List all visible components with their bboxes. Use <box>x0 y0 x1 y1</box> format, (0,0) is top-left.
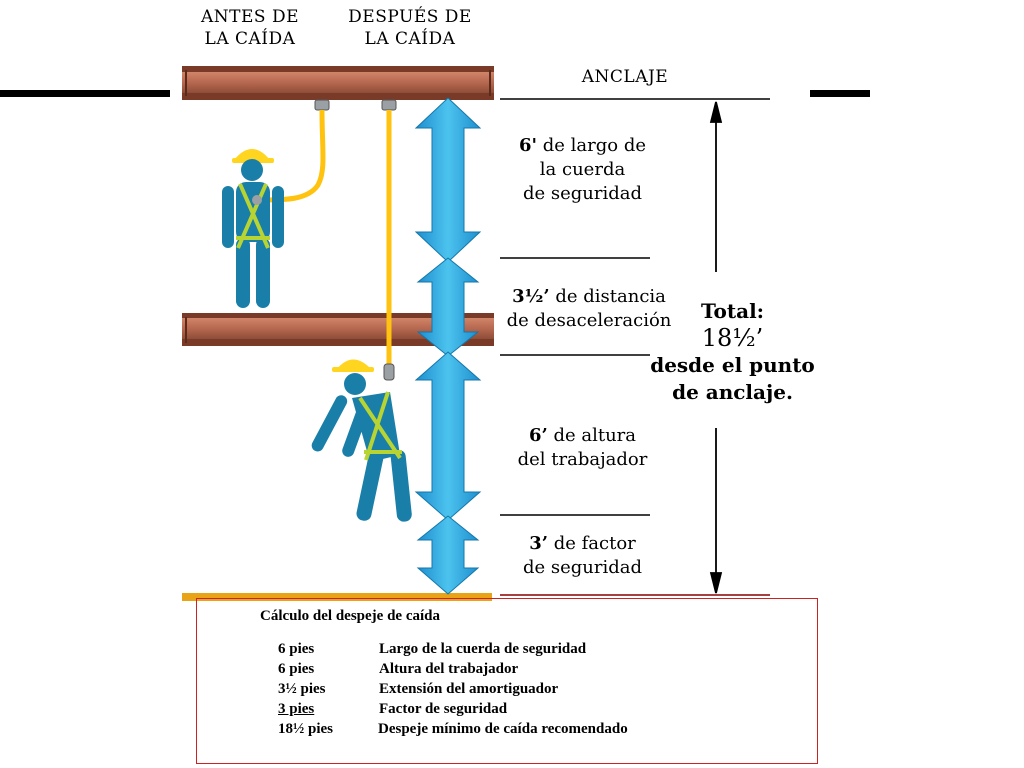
segment-text: de factor de seguridad <box>522 533 643 578</box>
calc-description: Extensión del amortiguador <box>379 681 559 697</box>
header-before-fall: ANTES DE LA CAÍDA <box>201 7 299 49</box>
calc-row: 6 pies Altura del trabajador <box>278 661 878 681</box>
total-title: Total: <box>700 299 765 323</box>
total-value: 18½’ <box>701 324 764 352</box>
total-dimension-arrow <box>709 101 723 594</box>
segment-label-deceleration: 3½’ de distancia de desaceleración <box>500 285 678 333</box>
left-bar <box>0 90 170 97</box>
segment-value: 3½’ <box>512 286 550 307</box>
middle-beam-icon <box>182 313 494 346</box>
calc-amount: 6 pies <box>278 641 315 657</box>
segment-value: 3’ <box>529 533 548 554</box>
calc-row: 6 pies Largo de la cuerda de seguridad <box>278 641 878 661</box>
calc-amount: 3½ pies <box>278 681 326 697</box>
calc-row: 3 pies Factor de seguridad <box>278 701 878 721</box>
anchor-label: ANCLAJE <box>581 67 669 87</box>
worker-falling-icon <box>311 359 412 522</box>
calculation-table: 6 pies Largo de la cuerda de seguridad 6… <box>278 641 798 751</box>
segment-label-worker-height: 6’ de altura del trabajador <box>500 424 665 472</box>
double-arrow-icon <box>414 97 482 595</box>
calc-description: Largo de la cuerda de seguridad <box>379 641 587 657</box>
floor-line <box>182 593 492 601</box>
segment-value: 6' <box>518 135 538 156</box>
top-beam-icon <box>182 66 494 100</box>
calc-amount: 18½ pies <box>278 721 334 737</box>
segment-text: de distancia de desaceleración <box>506 286 672 331</box>
lanyard-standing-icon <box>261 109 326 203</box>
segment-value: 6’ <box>528 425 548 446</box>
total-label: Total: 18½’ desde el punto de anclaje. <box>650 298 815 406</box>
worker-standing-icon <box>222 149 284 308</box>
calc-description: Factor de seguridad <box>379 701 508 717</box>
calculation-title: Cálculo del despeje de caída <box>260 608 440 624</box>
header-after-fall: DESPUÉS DE LA CAÍDA <box>348 7 472 49</box>
segment-text: de largo de la cuerda de seguridad <box>522 135 646 204</box>
calc-row: 18½ pies Despeje mínimo de caída recomen… <box>278 721 878 741</box>
calc-row: 3½ pies Extensión del amortiguador <box>278 681 878 701</box>
calc-description: Despeje mínimo de caída recomendado <box>378 721 628 737</box>
calc-description: Altura del trabajador <box>379 661 519 677</box>
total-desc-2: de anclaje. <box>672 380 793 404</box>
segment-label-safety-factor: 3’ de factor de seguridad <box>500 532 665 580</box>
calc-amount: 3 pies <box>278 701 315 717</box>
segment-label-lanyard: 6' de largo de la cuerda de seguridad <box>500 134 665 206</box>
calculation-box <box>196 598 818 764</box>
right-bar <box>810 90 870 97</box>
segment-text: de altura del trabajador <box>517 425 648 470</box>
calc-amount: 6 pies <box>278 661 315 677</box>
total-desc-1: desde el punto <box>650 353 815 377</box>
anchor-hook-icon <box>314 99 397 111</box>
segment-separators <box>500 98 770 596</box>
